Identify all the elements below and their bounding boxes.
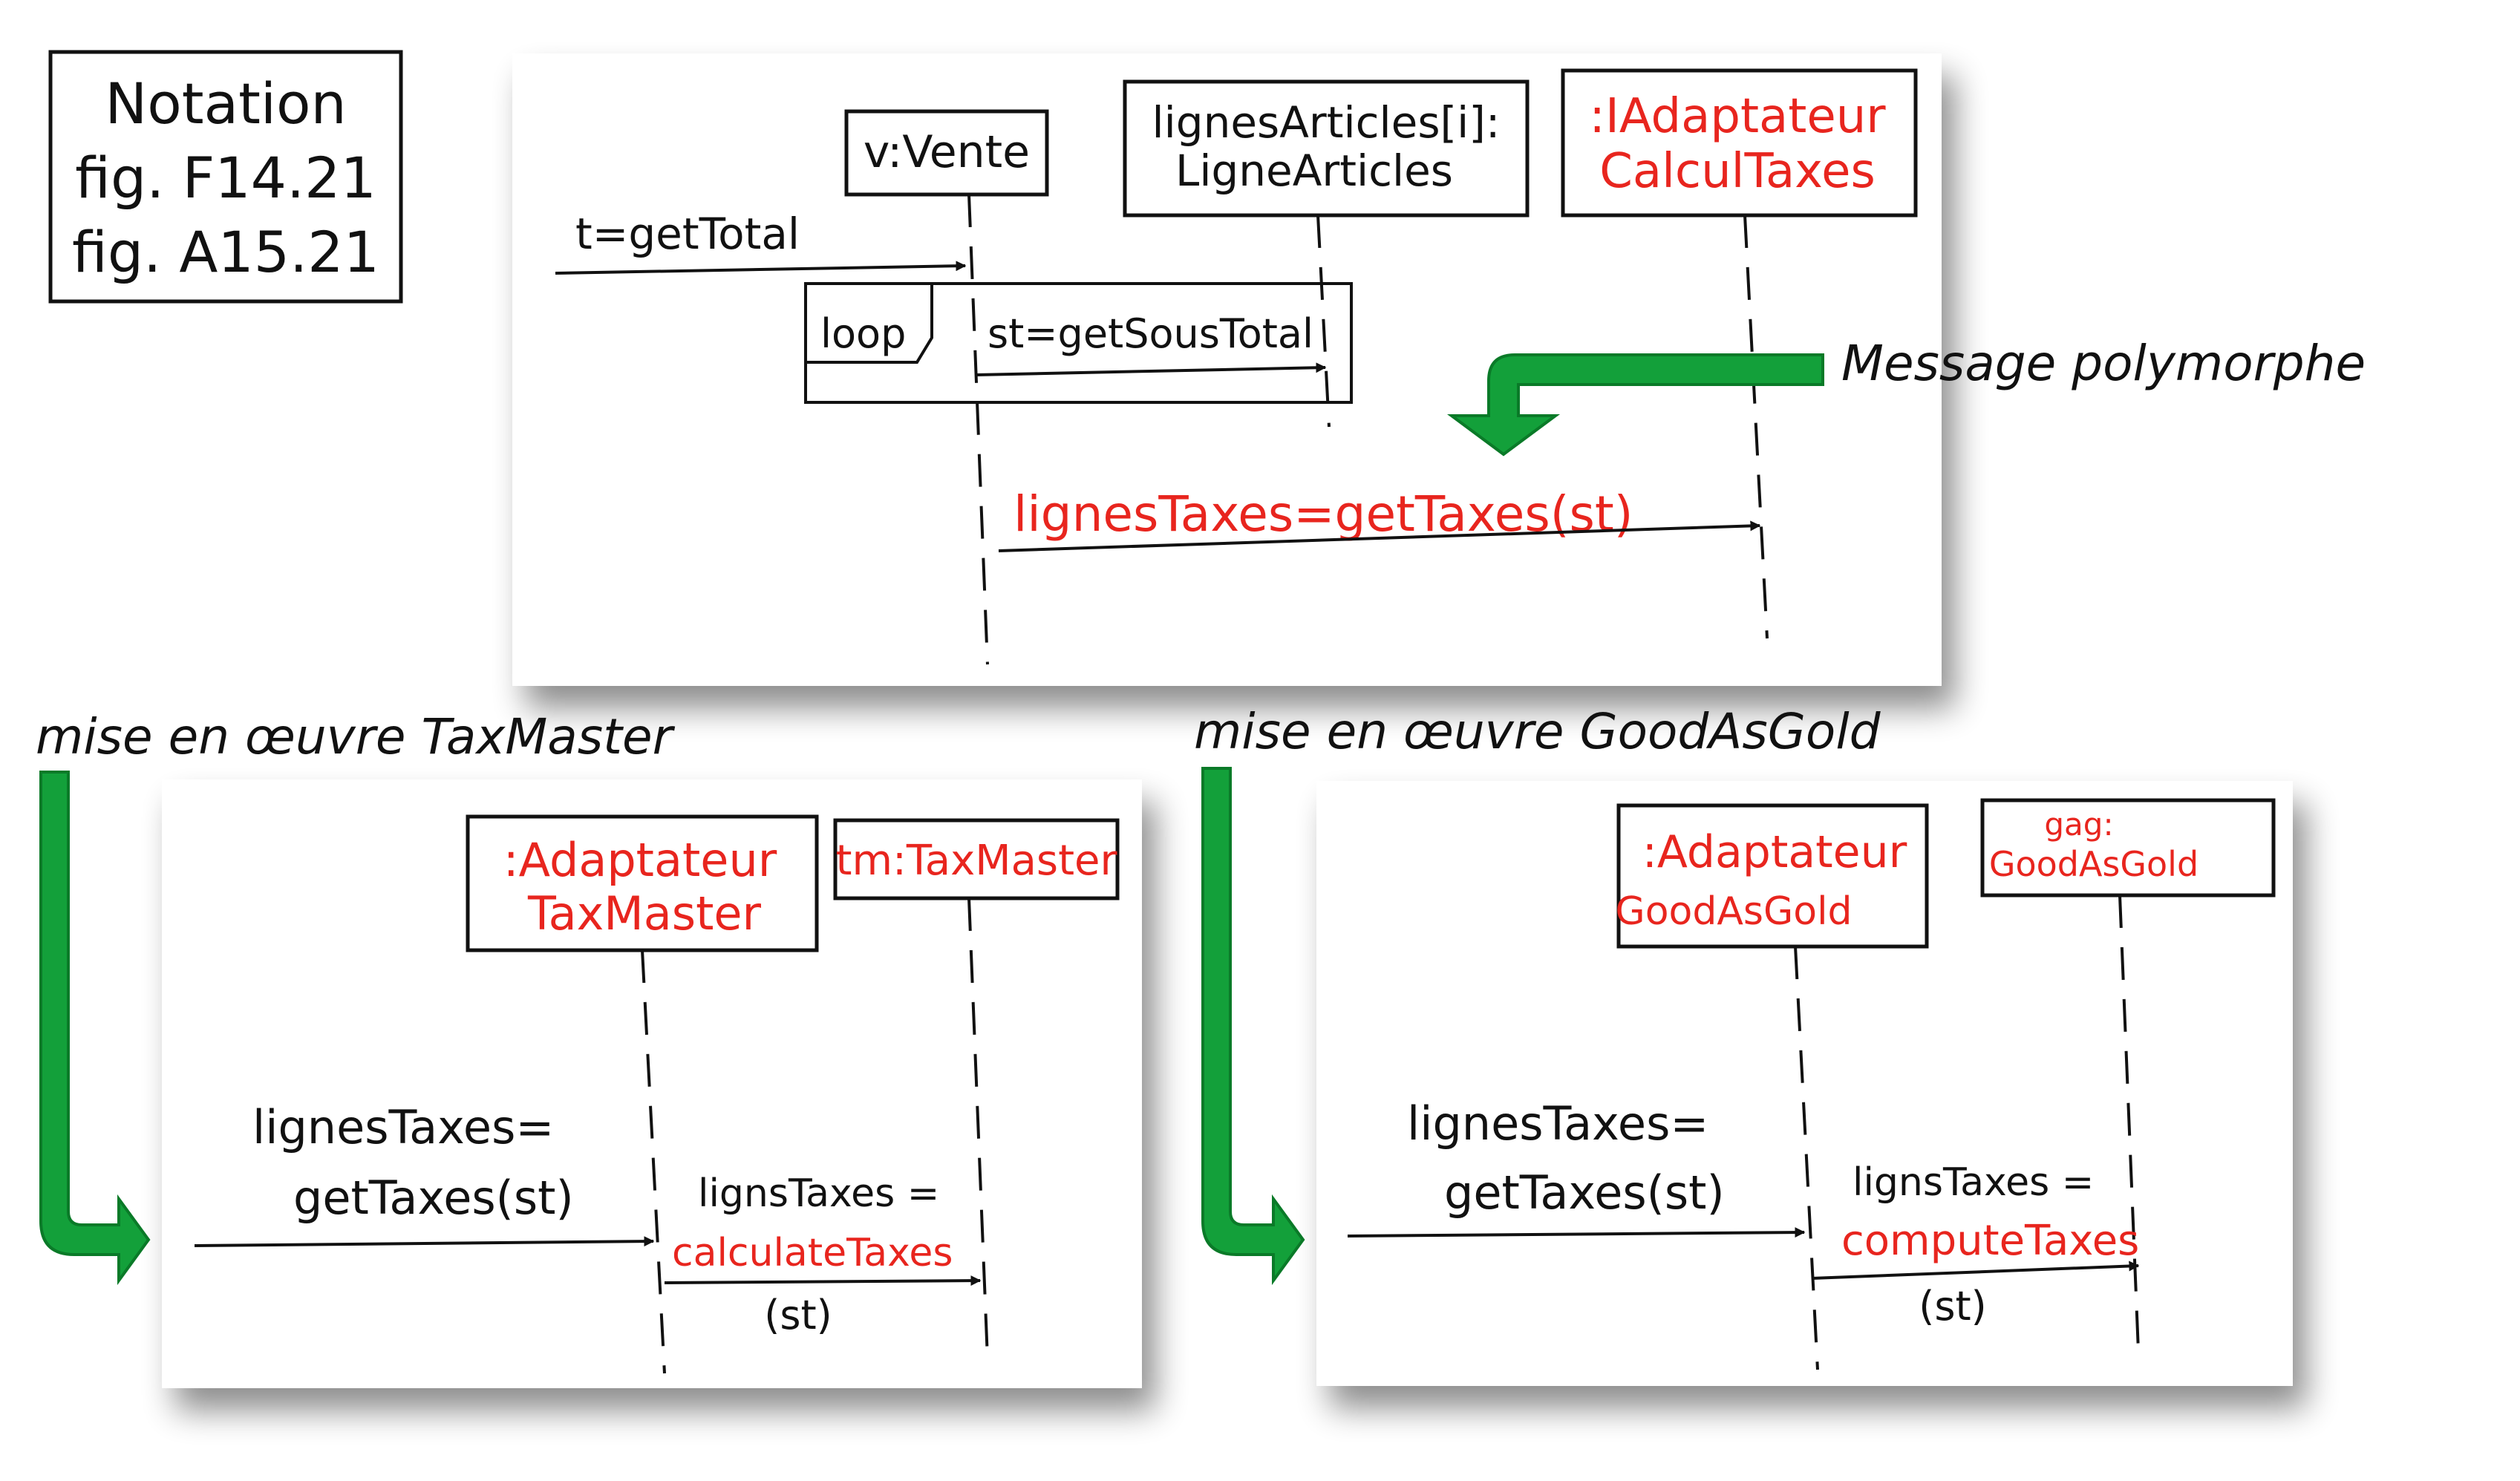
loop-label: loop [820,310,906,357]
message-get-total: t=getTotal [555,209,967,275]
goodasgold-panel-background [1316,781,2293,1386]
taxmaster-caption: mise en œuvre TaxMaster [36,708,676,765]
green-bent-arrow-icon-goodasgold [1201,767,1305,1286]
lifeline-vente: v:Vente [844,109,1049,665]
top-sequence-diagram: v:Vente lignesArticles[i]: LigneArticles… [512,53,1942,686]
taxmaster-outgoing-label-3: (st) [764,1292,832,1338]
goodasgold-incoming-label-2: getTaxes(st) [1444,1165,1725,1220]
message-get-taxes: lignesTaxes=getTaxes(st) [998,486,1761,552]
taxmaster-section: mise en œuvre TaxMaster :Adaptateur TaxM… [36,708,1142,1388]
taxmaster-incoming-label-1: lignesTaxes= [252,1100,554,1154]
message-get-total-label: t=getTotal [575,209,800,259]
lifeline-gag-label-2: GoodAsGold [1989,844,2199,884]
taxmaster-outgoing-label-2: calculateTaxes [672,1231,953,1275]
goodasgold-incoming-label-1: lignesTaxes= [1407,1096,1708,1151]
lifeline-gag-label-1: gag: [2044,806,2113,843]
lifeline-lignes-label-2: LigneArticles [1175,146,1453,196]
lifeline-iadaptateur-label-2: CalculTaxes [1599,144,1876,199]
green-bent-arrow-icon [1446,353,1824,457]
message-sous-total-label: st=getSousTotal [988,310,1313,357]
taxmaster-outgoing-message: lignsTaxes = calculateTaxes (st) [664,1171,982,1338]
lifeline-adaptateur-taxmaster-label-2: TaxMaster [527,886,762,941]
notation-box: Notation fig. F14.21 fig. A15.21 [48,50,403,304]
lifeline-adaptateur-goodasgold: :Adaptateur GoodAsGold [1615,803,1929,1370]
taxmaster-panel-background [162,779,1142,1388]
callout-polymorphe: Message polymorphe [1446,335,2366,457]
lifeline-iadaptateur-label-1: :IAdaptateur [1589,89,1886,144]
callout-label: Message polymorphe [1841,335,2366,392]
goodasgold-outgoing-label-2: computeTaxes [1841,1217,2139,1265]
lifeline-adaptateur-goodasgold-label-2: GoodAsGold [1615,889,1852,934]
lifeline-tm-label: tm:TaxMaster [835,837,1117,885]
goodasgold-outgoing-message: lignsTaxes = computeTaxes (st) [1811,1160,2140,1330]
lifeline-gag-goodasgold: gag: GoodAsGold [1980,798,2276,1352]
goodasgold-incoming-message: lignesTaxes= getTaxes(st) [1347,1096,1806,1238]
green-bent-arrow-icon-taxmaster [39,771,151,1286]
lifeline-adaptateur-taxmaster-label-1: :Adaptateur [503,833,777,887]
notation-fig-a: fig. A15.21 [72,219,379,285]
goodasgold-section: mise en œuvre GoodAsGold :Adaptateur Goo… [1194,703,2293,1386]
lifeline-adaptateur-taxmaster: :Adaptateur TaxMaster [466,814,819,1374]
goodasgold-caption: mise en œuvre GoodAsGold [1194,703,1881,760]
lifeline-adaptateur-goodasgold-label-1: :Adaptateur [1642,826,1907,878]
taxmaster-incoming-label-2: getTaxes(st) [293,1171,574,1225]
goodasgold-outgoing-label-1: lignsTaxes = [1853,1160,2094,1205]
lifeline-lignes-label-1: lignesArticles[i]: [1152,97,1501,148]
lifeline-tm-taxmaster: tm:TaxMaster [833,818,1120,1359]
lifeline-iadaptateur: :IAdaptateur CalculTaxes [1561,68,1918,639]
taxmaster-outgoing-label-1: lignsTaxes = [698,1171,939,1216]
lifeline-lignes-articles: lignesArticles[i]: LigneArticles [1123,79,1530,428]
notation-title: Notation [105,71,346,137]
goodasgold-outgoing-label-3: (st) [1919,1283,1986,1330]
taxmaster-incoming-message: lignesTaxes= getTaxes(st) [194,1100,655,1247]
lifeline-vente-label: v:Vente [864,126,1030,178]
loop-frame: loop st=getSousTotal [804,282,1353,404]
notation-fig-f: fig. F14.21 [75,145,376,211]
